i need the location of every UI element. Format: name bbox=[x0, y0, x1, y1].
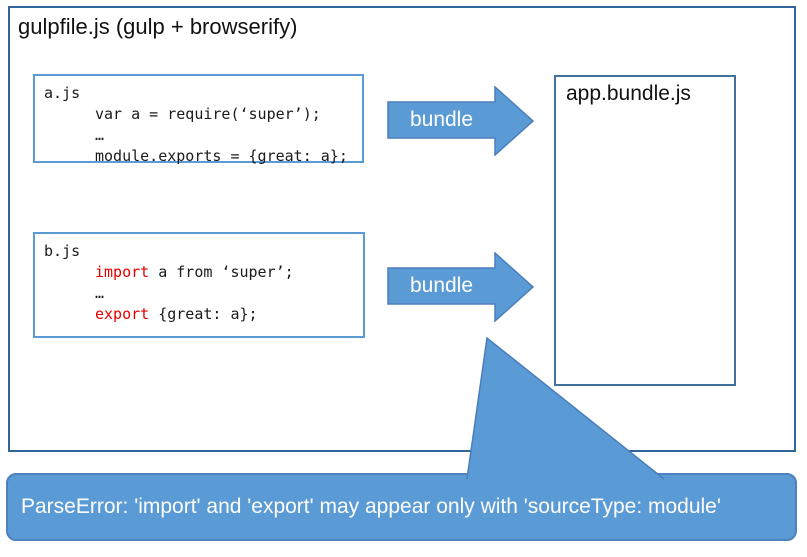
bundle-arrow-icon bbox=[387, 86, 534, 156]
callout-tail bbox=[466, 336, 665, 480]
parse-error-text: ParseError: 'import' and 'export' may ap… bbox=[21, 495, 721, 518]
file-label-b-js: b.js bbox=[44, 242, 81, 260]
bundle-arrow-label: bundle bbox=[409, 274, 474, 297]
bundle-arrow-label: bundle bbox=[409, 108, 474, 131]
output-file-title: app.bundle.js bbox=[566, 82, 691, 105]
code-line: var a = require(‘super’); bbox=[95, 104, 362, 125]
code-text: … bbox=[95, 126, 105, 144]
code-line: … bbox=[95, 125, 362, 146]
code-text: module.exports = {great: a}; bbox=[95, 147, 348, 165]
frame-title: gulpfile.js (gulp + browserify) bbox=[18, 14, 298, 39]
output-box-app-bundle-js: app.bundle.js bbox=[554, 75, 736, 386]
file-label-a-js: a.js bbox=[44, 84, 81, 102]
code-text: a from ‘super’; bbox=[149, 263, 294, 281]
code-keyword: import bbox=[95, 263, 150, 281]
code-keyword: export bbox=[95, 305, 150, 323]
code-line: … bbox=[95, 283, 363, 304]
code-line: module.exports = {great: a}; bbox=[95, 146, 362, 167]
code-box-a-js: a.js var a = require(‘super’); … module.… bbox=[33, 74, 364, 165]
code-text: var a = require(‘super’); bbox=[95, 105, 321, 123]
code-text: … bbox=[95, 284, 105, 302]
bundle-arrow-icon bbox=[387, 252, 534, 322]
code-line: export {great: a}; bbox=[95, 304, 363, 325]
code-box-b-js: b.js import a from ‘super’; … export {gr… bbox=[33, 232, 365, 338]
parse-error-callout: ParseError: 'import' and 'export' may ap… bbox=[6, 473, 797, 541]
code-text: {great: a}; bbox=[149, 305, 258, 323]
code-line: import a from ‘super’; bbox=[95, 262, 363, 283]
